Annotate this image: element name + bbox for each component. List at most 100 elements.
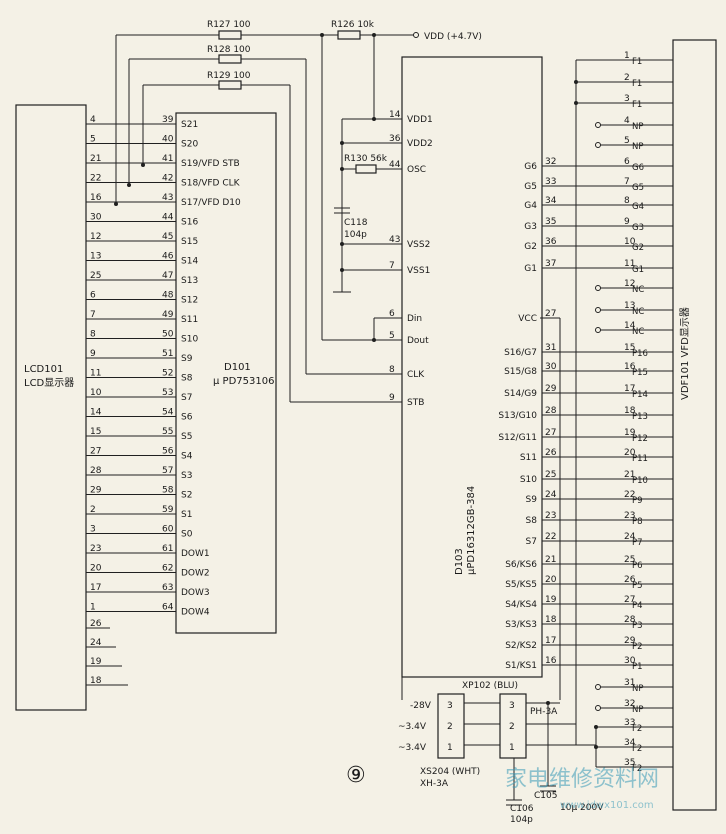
c105-ref: C105: [534, 791, 557, 801]
d103-right-pin-signal: S15/G8: [504, 367, 537, 377]
vfd-pin-signal: P11: [632, 454, 648, 464]
lcd-pin-number: 2: [90, 505, 96, 515]
lcd-pin-number: 21: [90, 154, 101, 164]
xs204-pin-3: 3: [447, 701, 453, 711]
d103-right-pin-signal: G4: [524, 201, 537, 211]
vfd-pin-number: 9: [624, 217, 630, 227]
vfd-extra-pin-number: 5: [624, 136, 630, 146]
d103-right-pin-number: 17: [545, 636, 556, 646]
vfd-pin-number: 17: [624, 384, 635, 394]
d103-right-pin-number: 23: [545, 511, 556, 521]
d103-left-pin-signal: CLK: [407, 370, 425, 380]
lcd-pin-number: 27: [90, 447, 101, 457]
vfd-pin-signal: P3: [632, 621, 643, 631]
vfd-pin-number: 21: [624, 470, 635, 480]
vfd-pin-number: 8: [624, 196, 630, 206]
d103-left-pin-signal: Dout: [407, 336, 429, 346]
d103-left-pin-signal: STB: [407, 398, 424, 408]
vfd-pin-signal: P7: [632, 538, 643, 548]
d101-pin-number: 55: [162, 427, 173, 437]
d103-right-pin-number: 32: [545, 157, 556, 167]
d103-right-pin-number: 25: [545, 470, 556, 480]
vfd-extra-pin-number: 2: [624, 73, 630, 83]
c118-ref: C118: [344, 218, 368, 228]
d103-right-pin-number: 35: [545, 217, 556, 227]
d103-right-pin-signal: G2: [524, 242, 537, 252]
lcd-extra-pin-number: 19: [90, 657, 102, 667]
vfd-extra-pin-signal: F1: [632, 100, 642, 110]
d101-pin-signal: DOW2: [181, 569, 210, 579]
d103-left-pin-number: 9: [389, 393, 395, 403]
lcd-extra-pin-number: 26: [90, 619, 102, 629]
r130-body: [355, 164, 377, 174]
watermark-url: www.jdwx101.com: [560, 800, 654, 811]
d101-pin-signal: S7: [181, 393, 192, 403]
d103-labels: D103 μPD16312GB-384: [454, 486, 477, 575]
r129-label: R129 100: [207, 71, 251, 81]
d101-chip: [175, 112, 277, 634]
vfd-pin-signal: P4: [632, 601, 643, 611]
d103-right-pin-signal: G1: [524, 264, 537, 274]
d101-pin-number: 44: [162, 213, 174, 223]
d101-pin-number: 57: [162, 466, 173, 476]
lcd-pin-number: 3: [90, 525, 96, 535]
d101-pin-number: 60: [162, 525, 174, 535]
d103-left-pin-number: 6: [389, 309, 395, 319]
d101-pin-signal: S2: [181, 491, 192, 501]
vfd-extra-pin-number: 31: [624, 678, 635, 688]
vfd-pin-number: 16: [624, 362, 636, 372]
lcd-pin-number: 29: [90, 486, 102, 496]
vfd-extra-pin-number: 1: [624, 51, 630, 61]
lcd-pin-number: 16: [90, 193, 102, 203]
vfd-extra-pin-number: 12: [624, 279, 635, 289]
lcd-pin-number: 8: [90, 330, 96, 340]
lcd-pin-number: 15: [90, 427, 101, 437]
vfd-pin-number: 23: [624, 511, 635, 521]
d101-pin-signal: S17/VFD D10: [181, 198, 241, 208]
d101-pin-signal: S5: [181, 432, 192, 442]
d103-left-pin-number: 14: [389, 110, 401, 120]
d103-right-pin-signal: S9: [526, 495, 538, 505]
d101-pin-number: 45: [162, 232, 173, 242]
vfd-extra-pin-number: 34: [624, 738, 636, 748]
vfd-pin-number: 24: [624, 532, 636, 542]
d103-right-pin-number: 16: [545, 656, 557, 666]
d103-right-pin-number: 19: [545, 595, 557, 605]
vfd-pin-number: 30: [624, 656, 636, 666]
d103-left-pin-signal: VSS2: [407, 240, 430, 250]
vfd-extra-pin-number: 14: [624, 321, 636, 331]
d101-pin-number: 41: [162, 154, 173, 164]
lcd-pin-number: 22: [90, 174, 101, 184]
vfd-extra-pin-number: 32: [624, 699, 635, 709]
vfd-pin-number: 20: [624, 448, 636, 458]
vfd-pin-number: 26: [624, 575, 636, 585]
xp102-type: PH-3A: [530, 707, 558, 717]
d101-pin-number: 54: [162, 408, 174, 418]
r128-body: [218, 54, 242, 64]
d103-right-pin-signal: S12/G11: [498, 433, 537, 443]
lcd-pin-number: 23: [90, 544, 101, 554]
r129-body: [218, 80, 242, 90]
d101-pin-signal: S16: [181, 218, 198, 228]
d101-pin-signal: S8: [181, 374, 193, 384]
xp102-body: [499, 693, 527, 759]
d103-right-pin-number: 36: [545, 237, 557, 247]
d103-name: D103: [454, 548, 465, 575]
supply-3v4-b: ~3.4V: [398, 743, 427, 753]
vfd101-panel: [672, 39, 717, 811]
d101-pin-number: 48: [162, 291, 174, 301]
d101-pin-signal: DOW3: [181, 588, 210, 598]
vfd101-label: VDF101 VFD显示器: [679, 307, 691, 400]
d103-right-pin-number: 18: [545, 615, 557, 625]
vfd-extra-pin-signal: NP: [632, 684, 643, 694]
vfd-pin-signal: G1: [632, 265, 644, 275]
vfd-pin-signal: P14: [632, 390, 648, 400]
d101-pin-signal: S11: [181, 315, 198, 325]
vfd-extra-pin-signal: F2: [632, 724, 642, 734]
lcd-pin-number: 9: [90, 349, 96, 359]
vfd-extra-pin-signal: NC: [632, 285, 644, 295]
d101-pin-number: 42: [162, 174, 173, 184]
